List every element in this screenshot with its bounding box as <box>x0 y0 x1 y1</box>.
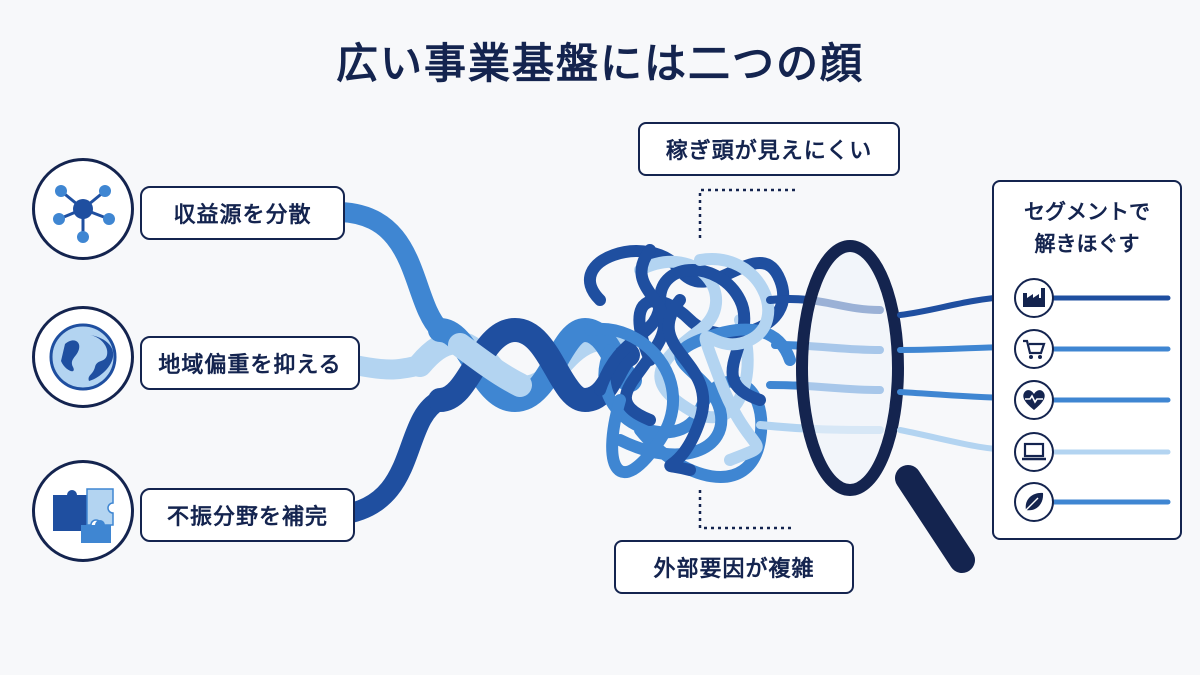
globe-icon <box>49 323 117 391</box>
segment-icon-4 <box>1014 432 1054 472</box>
callout-bottom: 外部要因が複雑 <box>614 540 854 594</box>
puzzle-pieces-icon <box>53 488 114 543</box>
benefit-label-1: 収益源を分散 <box>140 186 345 240</box>
leaf-icon <box>1025 492 1044 511</box>
segment-panel: セグメントで 解きほぐす <box>992 180 1182 540</box>
shopping-cart-icon <box>1023 339 1046 359</box>
benefit-label-3: 不振分野を補完 <box>140 488 355 542</box>
benefit-label-2: 地域偏重を抑える <box>140 336 360 390</box>
segment-lines <box>1049 295 1171 505</box>
segment-title-line-1: セグメントで <box>1024 200 1150 224</box>
benefit-icon-circle-1 <box>32 158 134 260</box>
heart-pulse-icon <box>1023 390 1045 410</box>
laptop-icon <box>1022 442 1046 461</box>
segment-icon-5 <box>1014 482 1054 522</box>
benefit-icon-circle-3 <box>32 460 134 562</box>
page-title: 広い事業基盤には二つの顔 <box>335 39 864 88</box>
segment-title-line-2: 解きほぐす <box>1034 232 1140 256</box>
segment-panel-title: セグメントで 解きほぐす <box>994 196 1180 260</box>
network-hub-icon <box>53 185 115 243</box>
segment-icon-2 <box>1014 329 1054 369</box>
segment-icon-3 <box>1014 380 1054 420</box>
benefit-icon-circle-2 <box>32 306 134 408</box>
factory-icon <box>1023 288 1045 307</box>
segment-icon-1 <box>1014 278 1054 318</box>
callout-top: 稼ぎ頭が見えにくい <box>638 122 900 176</box>
